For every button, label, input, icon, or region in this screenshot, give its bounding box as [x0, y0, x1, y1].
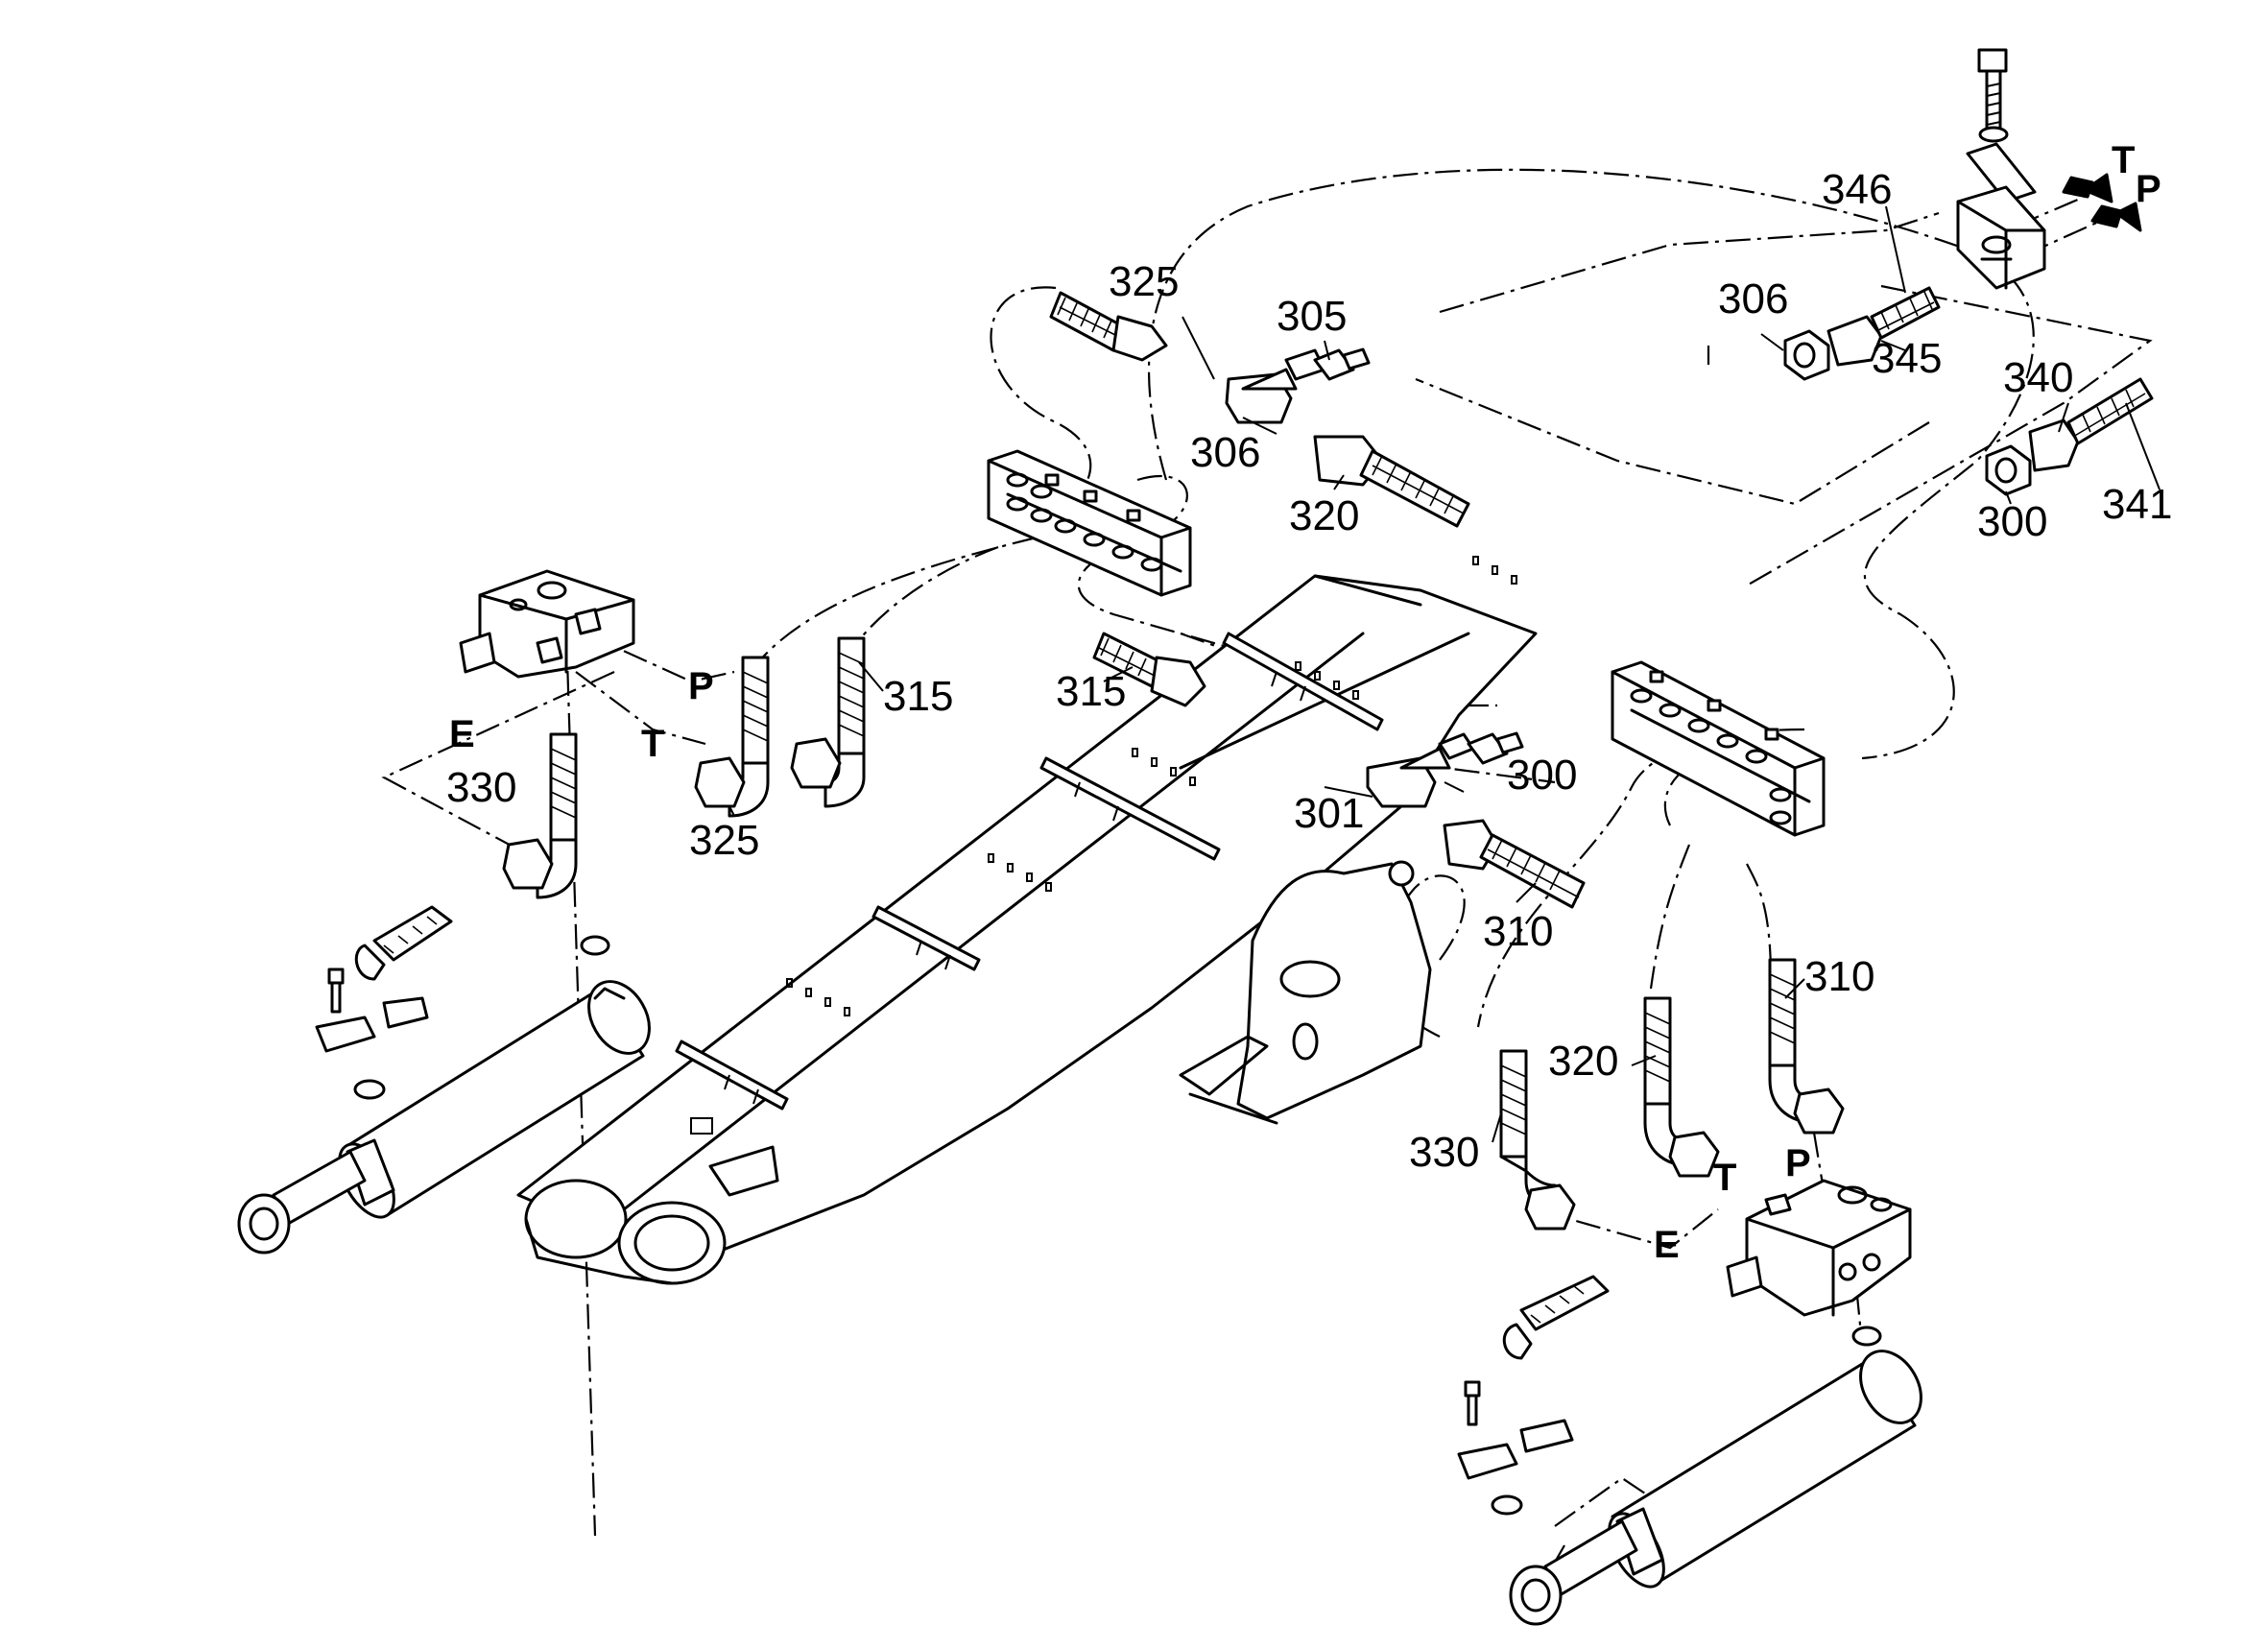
callout-346: 346 — [1822, 166, 1892, 213]
callout-306-mid: 306 — [1190, 429, 1260, 476]
hose-320-right — [1643, 996, 1720, 1178]
top-bolt-assembly — [1956, 48, 2046, 290]
port-label-e-left: E — [449, 713, 475, 755]
callout-345: 345 — [1872, 335, 1942, 382]
flange-kit-right — [1457, 1275, 1882, 1516]
callouts: 325 305 306 320 306 346 345 340 341 300 … — [446, 166, 2172, 1176]
port-label-e-right: E — [1654, 1224, 1680, 1266]
port-label-p-right: P — [1785, 1142, 1811, 1184]
tee-fitting-306-mid — [1225, 348, 1326, 424]
hose-315-mid — [1092, 632, 1206, 707]
callout-340: 340 — [2003, 354, 2073, 401]
callout-325-bottom: 325 — [689, 817, 759, 864]
nipple-300-mid — [1467, 731, 1524, 765]
clamp-block-right — [1611, 660, 1826, 837]
hose-325-left — [694, 656, 770, 818]
callout-300-mid: 300 — [1507, 752, 1577, 799]
hose-325-top — [1049, 291, 1168, 362]
callout-310-right: 310 — [1804, 953, 1874, 1000]
hose-330-left — [502, 732, 578, 899]
callout-315-mid: 315 — [1056, 668, 1126, 715]
leader-lines — [728, 205, 2161, 1143]
valve-block-left — [459, 569, 635, 679]
hose-315-left — [790, 636, 866, 808]
tp-port-arrows — [2062, 173, 2142, 232]
port-label-t-top: T — [2112, 139, 2135, 181]
callout-301: 301 — [1294, 790, 1364, 837]
port-label-p-top: P — [2136, 168, 2161, 210]
hose-345-346 — [1826, 286, 1941, 367]
hose-320-mid — [1313, 435, 1470, 528]
callout-300-right: 300 — [1977, 498, 2047, 545]
hose-clip — [1222, 632, 1384, 731]
port-labels: P T E T P T P E — [449, 139, 2161, 1266]
hose-310-right — [1768, 958, 1845, 1135]
callout-325-top: 325 — [1109, 258, 1179, 305]
nipple-305 — [1313, 347, 1371, 381]
port-label-t-right: T — [1713, 1157, 1736, 1199]
tee-fitting-301 — [1366, 732, 1475, 808]
hydraulic-cylinder-left — [237, 980, 651, 1255]
callout-306-right: 306 — [1718, 275, 1788, 323]
boom-roller — [524, 1179, 628, 1259]
hose-340-341 — [2028, 377, 2154, 472]
valve-block-right — [1726, 1179, 1912, 1317]
boom-bracket — [1179, 860, 1432, 1125]
nut-300-right — [1985, 444, 2032, 496]
callout-320-right: 320 — [1548, 1038, 1618, 1085]
callout-320-mid: 320 — [1289, 492, 1359, 539]
port-label-t-left: T — [641, 723, 664, 765]
hydraulic-cylinder-right — [1509, 1350, 1922, 1626]
callout-330-right: 330 — [1409, 1129, 1479, 1176]
boom-arm — [516, 556, 1538, 1285]
callout-315-left: 315 — [883, 673, 953, 720]
callout-305: 305 — [1277, 293, 1347, 340]
callout-310-mid: 310 — [1483, 908, 1553, 955]
callout-341: 341 — [2102, 481, 2172, 528]
hose-310-mid — [1443, 819, 1586, 909]
hose-330-right — [1499, 1049, 1576, 1231]
clamp-block-upper-left — [987, 449, 1192, 597]
callout-330-left: 330 — [446, 764, 516, 811]
port-label-p-left: P — [688, 665, 714, 707]
nut-306-right — [1783, 329, 1830, 381]
flange-kit-left — [315, 905, 610, 1100]
